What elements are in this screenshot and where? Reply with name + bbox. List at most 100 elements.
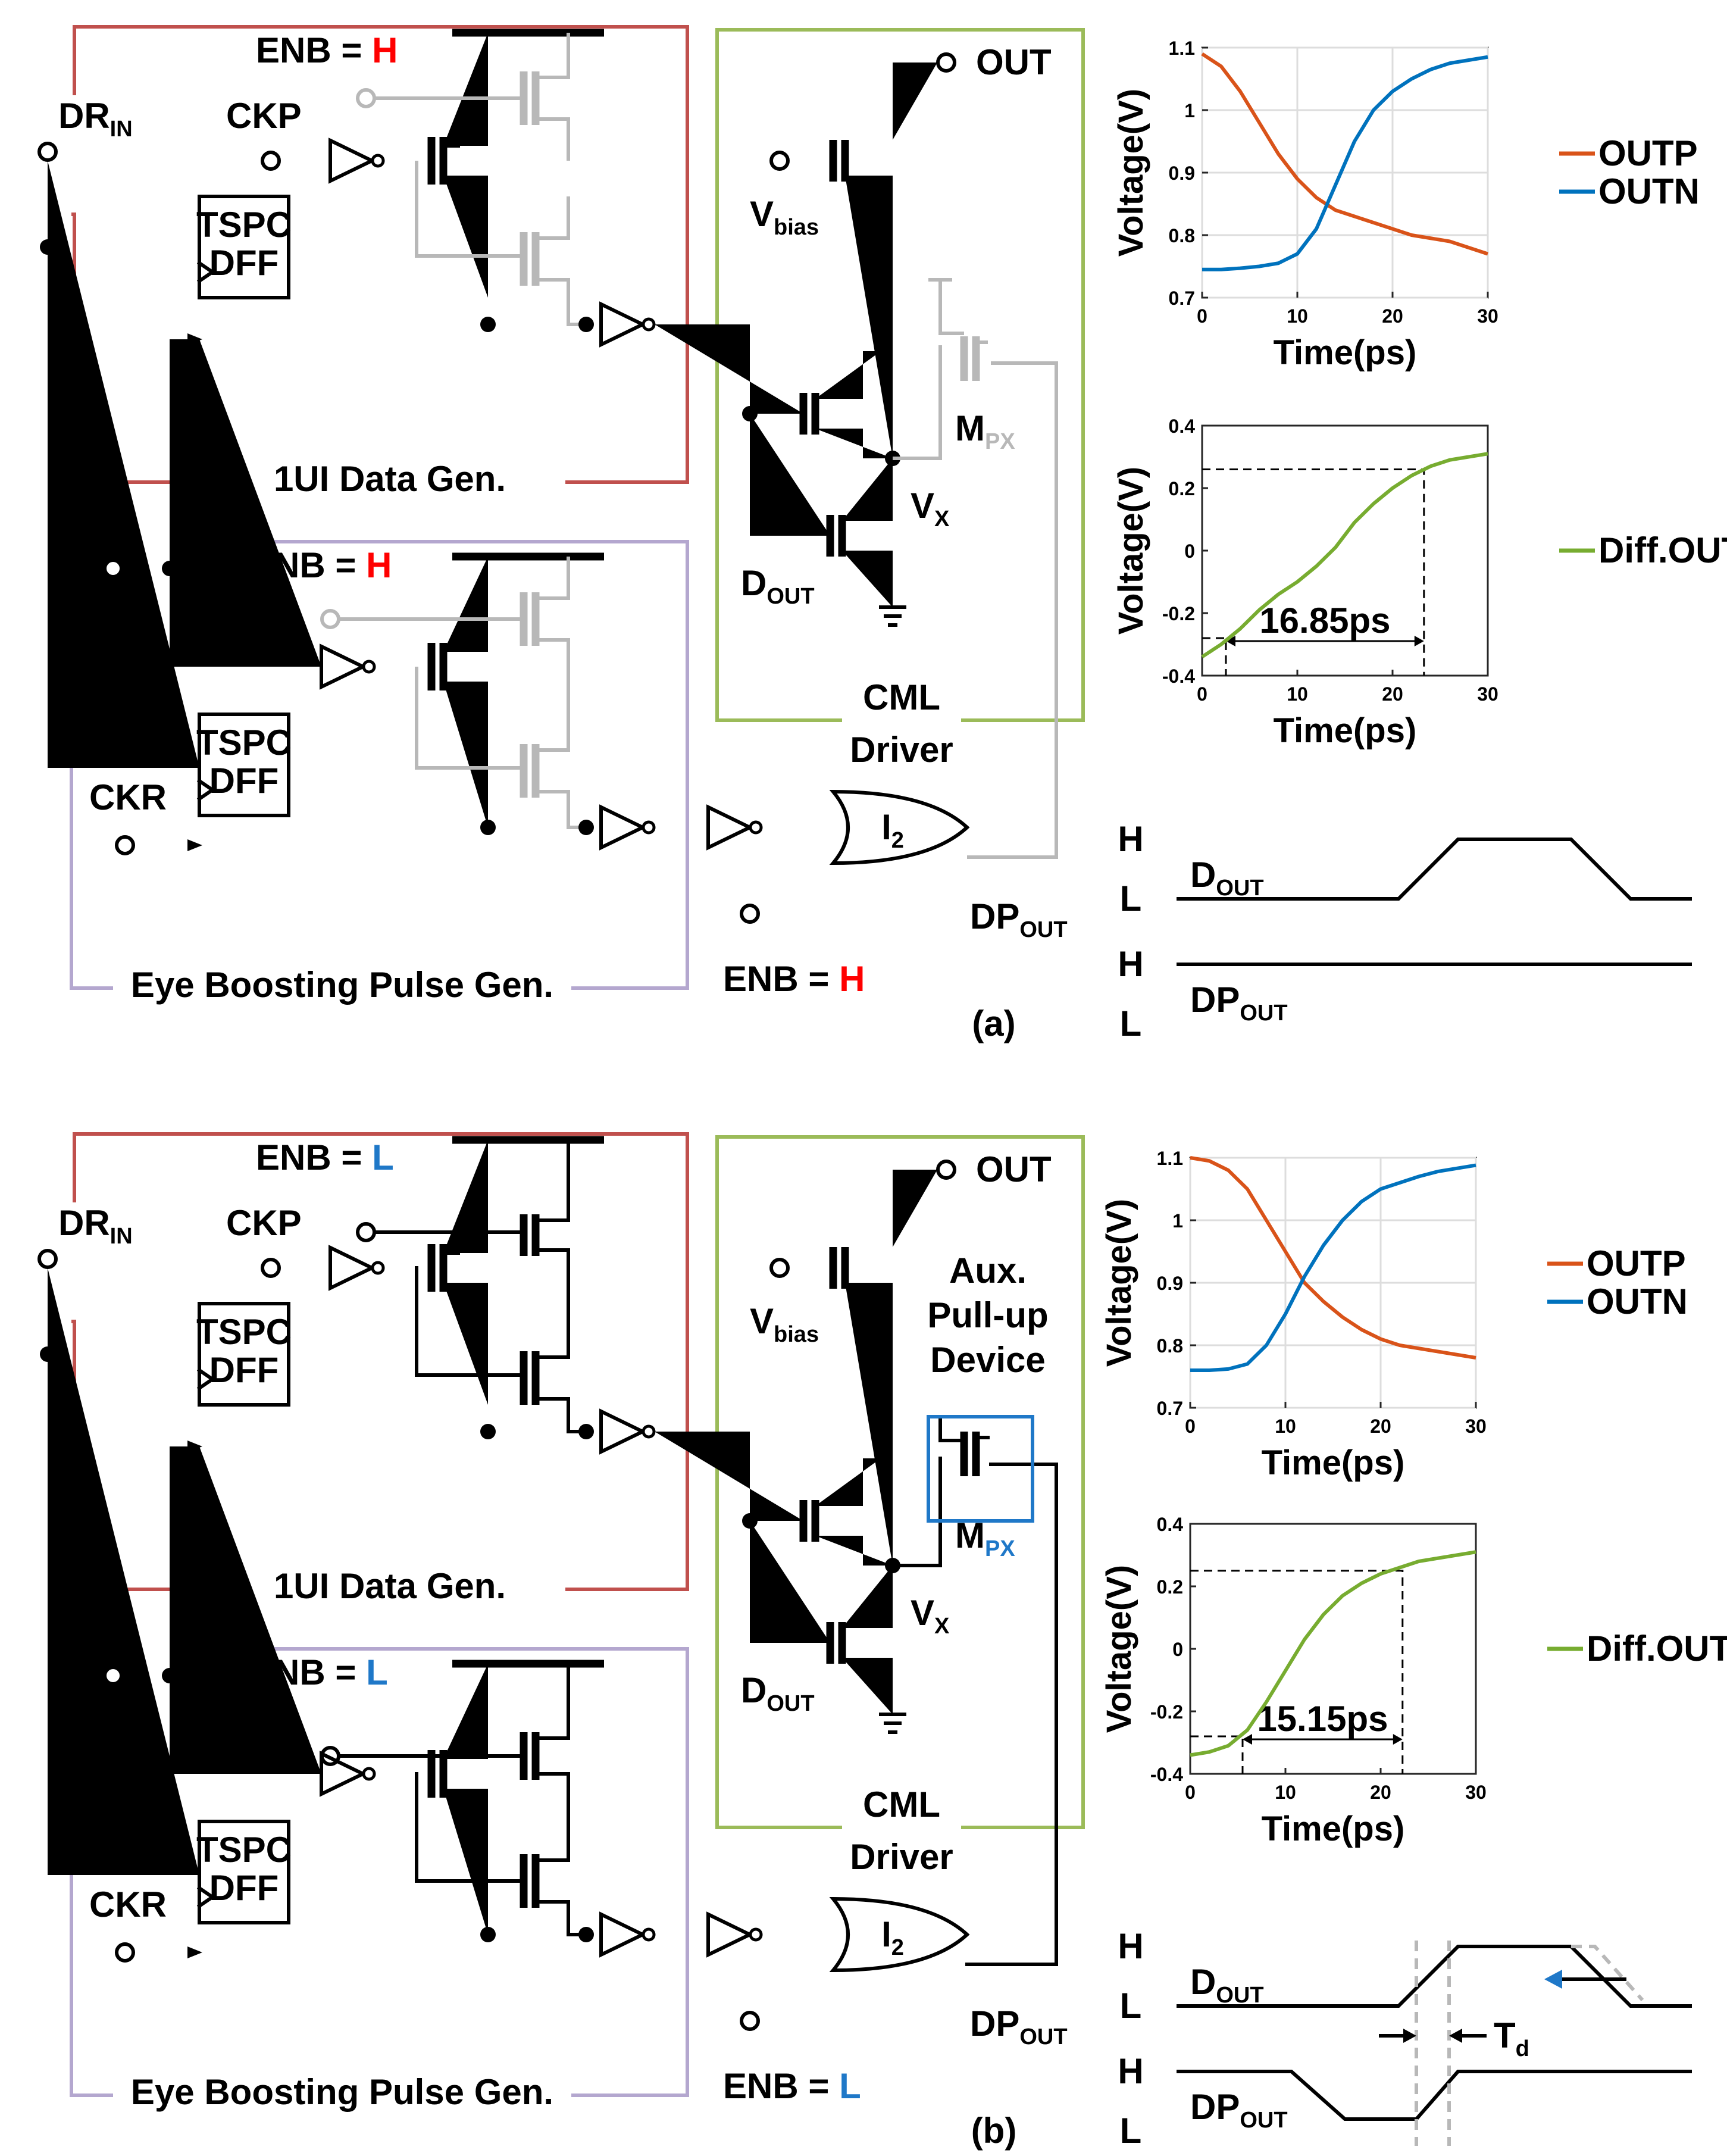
series-line-outn xyxy=(1190,1163,1476,1372)
eye-gen-box xyxy=(173,540,689,990)
y-tick-label: 0.8 xyxy=(1157,1335,1183,1357)
wire xyxy=(534,1248,570,1299)
ckr-label: CKR xyxy=(89,1885,167,1924)
dff-subtitle: DFF xyxy=(209,1868,279,1908)
arrowhead xyxy=(1226,636,1235,646)
wave-l-label: L xyxy=(1120,879,1142,918)
i2-label: I2 xyxy=(881,807,904,853)
wire xyxy=(967,361,1058,859)
delay-annotation: 16.85ps xyxy=(1259,601,1390,640)
wire xyxy=(536,679,570,752)
or-body xyxy=(829,1896,970,1973)
dff-title: TSPC xyxy=(196,1830,292,1870)
data-inverter xyxy=(599,301,656,348)
or-gate-i2: I2 xyxy=(829,789,970,865)
wire xyxy=(891,1457,942,1567)
cml-driver-box xyxy=(715,28,1085,722)
wire xyxy=(842,1658,893,1714)
junction-dot xyxy=(578,317,594,332)
label-bg xyxy=(116,970,568,1006)
aux-pullup-box xyxy=(927,1415,1034,1523)
wire xyxy=(48,1268,199,1875)
y-tick-label: 0.2 xyxy=(1157,1576,1183,1598)
inverter-bubble xyxy=(642,1424,656,1439)
marker-dash xyxy=(1190,1570,1404,1774)
series-line-diff-out xyxy=(1190,1550,1476,1757)
y-axis-label: Voltage(V) xyxy=(1100,1199,1138,1367)
dout-label: DOUT xyxy=(741,563,815,609)
vbias-pin xyxy=(769,151,790,171)
ckp-label: CKP xyxy=(226,96,302,136)
y-tick-label: 0 xyxy=(1172,1639,1183,1660)
inverter-body xyxy=(320,643,367,690)
aux-label-2: Pull-up xyxy=(927,1295,1048,1335)
x-tick-label: 20 xyxy=(1382,683,1403,705)
x-tick-label: 30 xyxy=(1477,305,1498,327)
wire xyxy=(170,339,321,667)
pulse-inverter-1 xyxy=(599,1911,656,1958)
out-pin xyxy=(936,1160,956,1180)
arrowhead xyxy=(1393,1734,1403,1745)
shifted-edge xyxy=(1571,1945,1644,2001)
or-body xyxy=(829,789,970,865)
data-gen-title: 1UI Data Gen. xyxy=(274,459,506,499)
wire xyxy=(845,176,893,458)
wire xyxy=(443,1140,488,1253)
i2-label: I2 xyxy=(881,1914,904,1960)
arrowhead xyxy=(1403,2029,1416,2043)
wire xyxy=(443,557,488,652)
vbias-pin xyxy=(769,1258,790,1278)
dff-title: TSPC xyxy=(196,723,292,763)
wire xyxy=(415,667,524,770)
inverter-body xyxy=(328,138,376,184)
wire xyxy=(536,557,570,600)
dout-waveform xyxy=(1177,1945,1692,2008)
y-tick-label: 1 xyxy=(1172,1210,1183,1232)
ckp-pin xyxy=(261,1258,281,1278)
wave-h-label: H xyxy=(1118,2051,1143,2091)
y-tick-label: 1.1 xyxy=(1169,38,1195,59)
arrowhead xyxy=(1449,2029,1462,2043)
x-tick-label: 10 xyxy=(1275,1416,1296,1437)
pulse-inverter-1 xyxy=(599,804,656,851)
junction-dot xyxy=(742,1513,758,1529)
wire xyxy=(443,1283,488,1405)
y-tick-label: -0.4 xyxy=(1162,665,1195,687)
wire xyxy=(938,1415,966,1442)
ckp-label: CKP xyxy=(226,1203,302,1243)
enb-pin-bottom xyxy=(320,609,340,629)
aux-label-3: Device xyxy=(930,1340,1045,1380)
wire xyxy=(534,1397,588,1433)
y-tick-label: 0.9 xyxy=(1169,163,1195,184)
x-tick-label: 0 xyxy=(1185,1416,1196,1437)
junction-dot xyxy=(742,406,758,421)
cml-title: CML xyxy=(863,677,940,717)
wire xyxy=(938,280,964,335)
wire xyxy=(536,196,570,240)
ckr-pin xyxy=(115,1942,135,1963)
dff-subtitle: DFF xyxy=(209,243,279,283)
inverter-body xyxy=(599,804,647,851)
vbias-label: Vbias xyxy=(750,1301,819,1347)
enb-pin-top xyxy=(356,1222,376,1242)
wire xyxy=(815,429,893,458)
dout-wave-label: DOUT xyxy=(1190,1962,1264,2008)
dpout-wave-label: DPOUT xyxy=(1190,2087,1288,2133)
wire xyxy=(655,324,803,414)
inverter-bubble xyxy=(642,1927,656,1942)
label-bg xyxy=(226,464,559,500)
wire xyxy=(415,1266,525,1377)
label-bg xyxy=(842,702,961,738)
enb-pin-or xyxy=(740,904,760,924)
x-tick-label: 10 xyxy=(1287,305,1308,327)
dff-subtitle: DFF xyxy=(209,1350,279,1390)
clock-arrow xyxy=(187,839,202,851)
ckr-label: CKR xyxy=(89,777,167,817)
pulse-inverter-2 xyxy=(706,804,763,851)
wire xyxy=(415,161,524,258)
dff-title: TSPC xyxy=(196,1312,292,1352)
x-tick-label: 30 xyxy=(1465,1416,1487,1437)
clock-marker xyxy=(196,1367,216,1391)
